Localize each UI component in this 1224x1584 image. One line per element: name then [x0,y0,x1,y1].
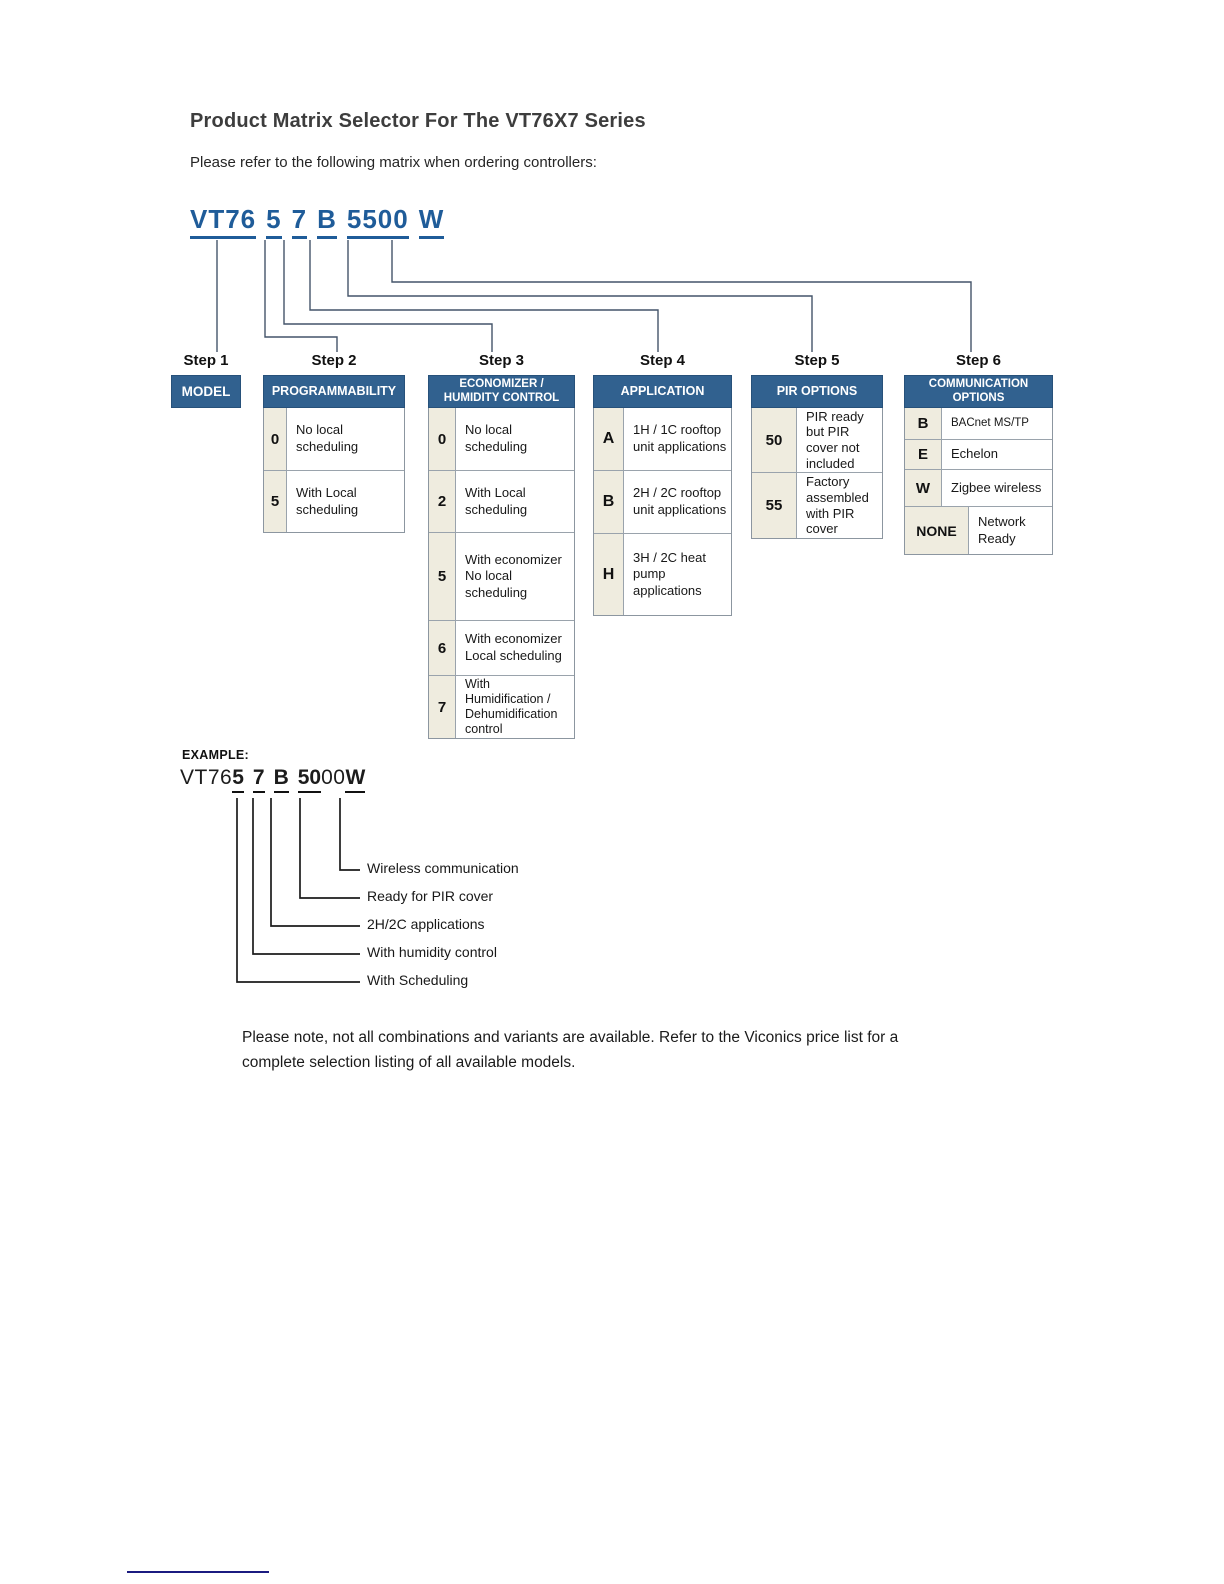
example-connectors [236,798,360,983]
option-desc: Zigbee wireless [951,479,1042,495]
table-row: 5 With economizer No local scheduling [429,532,574,620]
step-3-label: Step 3 [478,352,524,369]
option-code: 5 [264,471,287,532]
option-code: 6 [429,621,456,675]
callout-ready-for-pir-cover: Ready for PIR cover [367,888,494,904]
step-1-header: MODEL [171,375,241,408]
table-row: 0 No local scheduling [264,408,404,470]
option-code: H [594,534,624,615]
example-segment-scheduling: 5 [232,766,244,793]
option-desc: No local scheduling [465,422,528,454]
option-desc: With Local scheduling [296,484,359,517]
table-row: 0 No local scheduling [429,408,574,470]
option-desc: 3H / 2C heat pump applications [633,549,706,598]
option-code: 55 [752,473,797,538]
intro-text: Please refer to the following matrix whe… [190,154,597,171]
model-segment-pir: 5500 [346,204,409,239]
option-code: 50 [752,408,797,472]
page-title: Product Matrix Selector For The VT76X7 S… [190,110,646,132]
option-code: 0 [264,408,287,470]
model-segment-comm: W [418,204,445,239]
option-code: 2 [429,471,456,532]
model-segment-programmability: 5 [266,204,282,239]
option-desc: Factory assembled with PIR cover [806,474,869,537]
step-1-label: Step 1 [183,352,229,369]
option-desc: 1H / 1C rooftop unit applications [633,422,727,454]
option-desc: With economizer No local scheduling [465,551,562,600]
example-segment-base: VT76 [180,766,233,789]
step-2-header: PROGRAMMABILITY [263,375,405,408]
example-segment-application: B [273,766,289,793]
matrix-connectors [216,240,972,352]
step-4-label: Step 4 [639,352,685,369]
option-desc: Echelon [951,446,998,462]
table-row: 50 PIR ready but PIR cover not included [752,408,882,472]
model-segment-application: B [317,204,337,239]
table-row: A 1H / 1C rooftop unit applications [594,408,731,470]
callout-with-scheduling: With Scheduling [367,972,469,988]
option-code: E [905,440,942,469]
step-5-header: PIR OPTIONS [751,375,883,408]
step-4-header: APPLICATION [593,375,732,408]
table-row: B 2H / 2C rooftop unit applications [594,470,731,533]
model-segment-base: VT76 [190,204,257,239]
example-label: EXAMPLE: [182,748,249,762]
table-row: 7 With Humidification / Dehumidification… [429,675,574,738]
table-row: H 3H / 2C heat pump applications [594,533,731,615]
callout-with-humidity-control: With humidity control [367,944,497,960]
option-desc: With economizer Local scheduling [465,631,562,663]
model-segment-economizer: 7 [291,204,308,239]
step-6-header: COMMUNICATION OPTIONS [904,375,1053,408]
example-segment-filler: 00 [321,766,346,789]
footnote-rule [127,1571,269,1573]
example-segment-humidity: 7 [252,766,265,793]
example-segment-wireless: W [345,766,366,793]
option-desc: No local scheduling [296,422,359,454]
callout-2h2c-applications: 2H/2C applications [367,916,485,932]
step-2-label: Step 2 [311,352,357,369]
example-segment-pir: 50 [297,766,322,793]
option-desc: Network Ready [978,513,1026,546]
option-code: 7 [429,676,456,738]
table-row: 6 With economizer Local scheduling [429,620,574,675]
option-code: NONE [905,507,969,554]
table-row: B BACnet MS/TP [905,408,1052,439]
option-code: B [905,408,942,439]
step-3-header: ECONOMIZER / HUMIDITY CONTROL [428,375,575,408]
callout-wireless-communication: Wireless communication [367,860,519,876]
table-row: 2 With Local scheduling [429,470,574,532]
availability-note: Please note, not all combinations and va… [242,1029,899,1071]
step-6-label: Step 6 [955,352,1001,369]
table-row: 55 Factory assembled with PIR cover [752,472,882,538]
option-desc: With Humidification / Dehumidification c… [465,677,558,736]
option-code: W [905,470,942,506]
table-row: 5 With Local scheduling [264,470,404,532]
option-code: 5 [429,533,456,620]
option-code: A [594,408,624,470]
table-row: E Echelon [905,439,1052,469]
option-desc: BACnet MS/TP [951,417,1029,430]
option-desc: PIR ready but PIR cover not included [806,408,864,471]
table-row: NONE Network Ready [905,506,1052,554]
option-desc: 2H / 2C rooftop unit applications [633,485,727,517]
table-row: W Zigbee wireless [905,469,1052,506]
step-5-label: Step 5 [794,352,840,369]
option-desc: With Local scheduling [465,484,528,517]
option-code: B [594,471,624,533]
option-code: 0 [429,408,456,470]
